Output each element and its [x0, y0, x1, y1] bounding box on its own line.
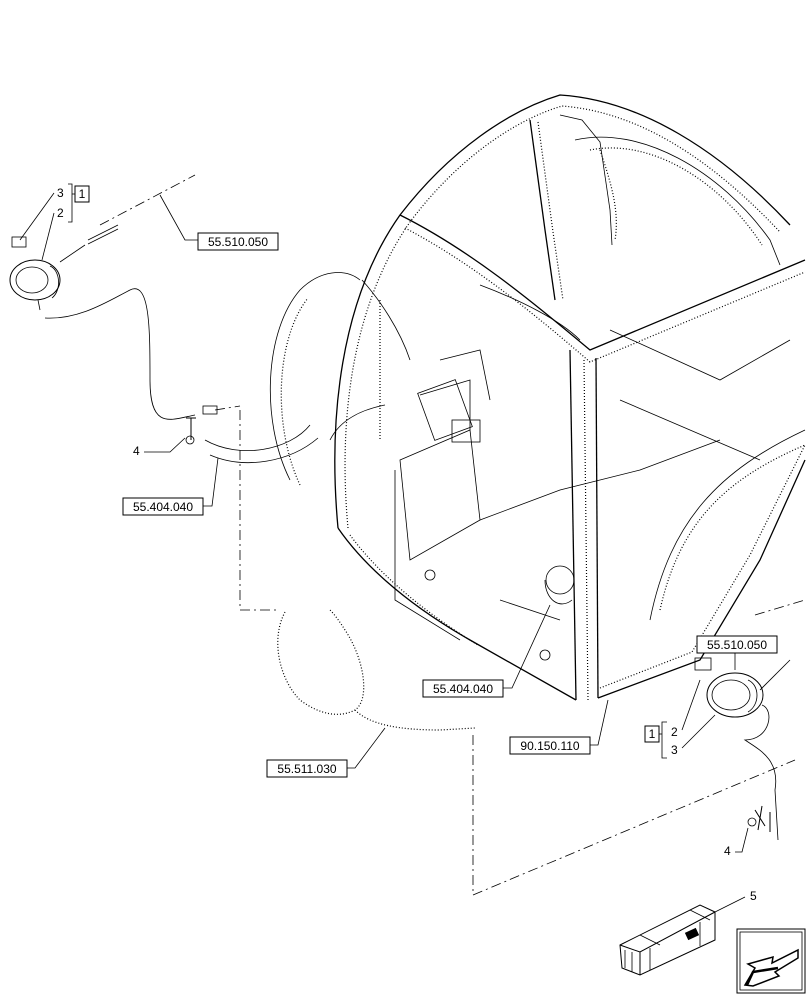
svg-text:55.511.030: 55.511.030	[277, 762, 336, 776]
cab-frame	[269, 94, 806, 701]
svg-text:3: 3	[57, 186, 64, 200]
left-callout-group: 1 3 2 4	[19, 183, 186, 458]
ref-label-hose-left[interactable]: 55.404.040	[122, 457, 219, 516]
svg-text:90.150.110: 90.150.110	[520, 739, 579, 753]
right-callout-group: 1 2 3 4	[644, 679, 749, 858]
svg-text:4: 4	[724, 844, 731, 858]
svg-text:3: 3	[671, 743, 678, 757]
svg-text:2: 2	[57, 206, 64, 220]
ref-label-harness[interactable]: 55.511.030	[266, 727, 386, 778]
svg-text:2: 2	[671, 725, 678, 739]
right-screw-item-4	[754, 805, 766, 831]
svg-text:55.404.040: 55.404.040	[433, 682, 493, 696]
ref-label-lamp-right[interactable]: 55.510.050	[696, 635, 778, 670]
rear-harness	[277, 609, 476, 731]
ref-label-cab[interactable]: 90.150.110	[509, 699, 609, 755]
svg-text:1: 1	[79, 187, 86, 201]
svg-text:5: 5	[750, 889, 757, 903]
left-work-lamp	[9, 224, 218, 420]
ref-label-lamp-left[interactable]: 55.510.050	[159, 194, 279, 251]
svg-text:55.510.050: 55.510.050	[208, 235, 268, 249]
svg-text:1: 1	[649, 727, 656, 741]
right-work-lamp	[694, 657, 791, 841]
ref-label-hose-center[interactable]: 55.404.040	[422, 604, 551, 698]
left-hose	[204, 424, 319, 463]
phantom-lines	[99, 174, 806, 896]
svg-text:55.404.040: 55.404.040	[133, 500, 193, 514]
svg-text:55.510.050: 55.510.050	[707, 638, 767, 652]
arrow-navigation-icon[interactable]	[736, 928, 806, 994]
svg-text:4: 4	[133, 444, 140, 458]
kit-crate-icon: 5	[619, 889, 757, 976]
